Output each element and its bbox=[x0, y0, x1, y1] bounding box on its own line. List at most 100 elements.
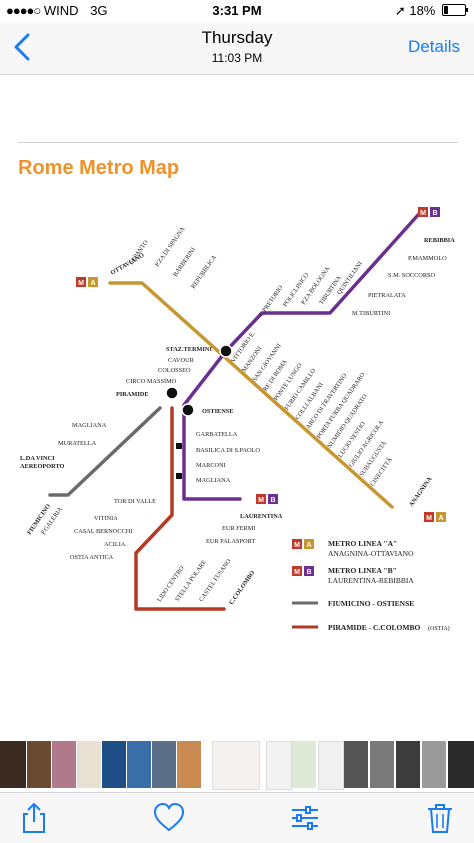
metro-badge bbox=[292, 566, 302, 576]
station-label: MAGLIANA bbox=[72, 422, 107, 429]
details-button[interactable]: Details bbox=[408, 37, 460, 56]
badge-letter: A bbox=[306, 542, 311, 549]
thumbnail[interactable] bbox=[77, 741, 101, 788]
thumbnail[interactable] bbox=[344, 741, 368, 788]
share-icon[interactable] bbox=[17, 801, 51, 835]
network-type: 3G bbox=[90, 3, 108, 18]
sliders-icon[interactable] bbox=[288, 801, 322, 835]
thumbnail-selected[interactable] bbox=[212, 741, 260, 790]
back-chevron-icon[interactable] bbox=[10, 32, 34, 62]
thumbnail[interactable] bbox=[127, 741, 151, 788]
badge-letter: B bbox=[432, 210, 437, 217]
metro-badge bbox=[418, 207, 428, 217]
station-label-laurentina: LAURENTINA bbox=[240, 513, 283, 520]
legend-sub: LAURENTINA-REBIBBIA bbox=[328, 576, 414, 585]
metro-badge bbox=[304, 566, 314, 576]
heart-icon[interactable] bbox=[152, 801, 186, 835]
map-title: Rome Metro Map bbox=[18, 157, 180, 179]
station-label-ostiense: OSTIENSE bbox=[202, 408, 234, 415]
status-bar: ●●●●○ WIND 3G 3:31 PM ➚ 18% bbox=[0, 0, 474, 22]
divider bbox=[18, 142, 458, 143]
nav-subtitle: 11:03 PM bbox=[211, 51, 263, 65]
thumbnail[interactable] bbox=[102, 741, 126, 788]
interchange-marker bbox=[165, 386, 179, 400]
carrier-info: ●●●●○ WIND 3G bbox=[6, 3, 108, 18]
station-label: PIETRALATA bbox=[368, 292, 406, 299]
battery-percent: 18% bbox=[409, 3, 436, 18]
station-label: M.TIBURTINI bbox=[352, 310, 390, 317]
bottom-toolbar bbox=[0, 792, 474, 843]
thumbnail[interactable] bbox=[318, 741, 344, 790]
badge-letter: M bbox=[420, 210, 426, 217]
legend-title: FIUMICINO - OSTIENSE bbox=[328, 599, 414, 608]
station-label-colombo: C.COLOMBO bbox=[228, 570, 257, 607]
photo-filmstrip[interactable] bbox=[0, 740, 474, 790]
badge-letter: M bbox=[426, 515, 432, 522]
legend-title: METRO LINEA "A" bbox=[328, 539, 397, 548]
thumbnail[interactable] bbox=[266, 741, 292, 790]
station-label: P.MAMMOLO bbox=[408, 255, 447, 262]
station-label: MARCONI bbox=[196, 462, 226, 469]
thumbnail[interactable] bbox=[27, 741, 51, 788]
station-label-rebibbia: REBIBBIA bbox=[424, 237, 455, 244]
metro-badge bbox=[430, 207, 440, 217]
station-label: OSTIA ANTICA bbox=[70, 554, 114, 561]
thumbnail[interactable] bbox=[52, 741, 76, 788]
nav-title: Thursday bbox=[201, 28, 273, 47]
station-label: CIRCO MASSIMO bbox=[126, 378, 177, 385]
thumbnail[interactable] bbox=[177, 741, 201, 788]
thumbnail[interactable] bbox=[396, 741, 420, 788]
badge-letter: M bbox=[258, 497, 264, 504]
badge-letter: M bbox=[294, 542, 300, 549]
carrier-name: WIND bbox=[43, 3, 79, 18]
thumbnail[interactable] bbox=[370, 741, 394, 788]
metro-badge bbox=[436, 512, 446, 522]
legend-sub: (OSTIA) bbox=[428, 625, 450, 632]
fiumicino-line-track bbox=[48, 406, 162, 497]
station-label-termini: STAZ.TERMINI bbox=[166, 346, 212, 353]
station-label: TOR DI VALLE bbox=[114, 498, 156, 505]
thumbnail[interactable] bbox=[0, 741, 26, 788]
location-arrow-icon: ➚ bbox=[394, 3, 406, 18]
navigation-bar: Thursday 11:03 PM Details bbox=[0, 22, 474, 75]
badge-letter: B bbox=[270, 497, 275, 504]
station-label-aeroporto: AEREOPORTO bbox=[20, 463, 65, 470]
badge-letter: M bbox=[78, 280, 84, 287]
badge-letter: B bbox=[306, 569, 311, 576]
piramide-colombo-line-track bbox=[134, 406, 226, 611]
badge-letter: M bbox=[294, 569, 300, 576]
station-label-aeroporto: L.DA VINCI bbox=[20, 455, 55, 462]
station-label-anagnina: ANAGNINA bbox=[408, 475, 434, 508]
metro-badge bbox=[268, 494, 278, 504]
legend-title: PIRAMIDE - C.COLOMBO bbox=[328, 623, 420, 632]
trash-icon[interactable] bbox=[423, 801, 457, 835]
station-label-piramide: PIRAMIDE bbox=[116, 391, 149, 398]
station-label: BARBERINI bbox=[172, 246, 197, 278]
station-label: COLOSSEO bbox=[158, 367, 191, 374]
station-label: CASAL BERNOCCHI bbox=[74, 528, 132, 535]
metro-badge bbox=[88, 277, 98, 287]
station-label: EUR PALASPORT bbox=[206, 538, 255, 545]
station-label: MAGLIANA bbox=[196, 477, 231, 484]
thumbnail[interactable] bbox=[422, 741, 446, 788]
station-label: CAVOUR bbox=[168, 357, 195, 364]
metro-badge bbox=[76, 277, 86, 287]
legend-title: METRO LINEA "B" bbox=[328, 566, 397, 575]
badge-letter: A bbox=[90, 280, 95, 287]
metro-badge bbox=[292, 539, 302, 549]
thumbnail[interactable] bbox=[292, 741, 316, 788]
thumbnail[interactable] bbox=[448, 741, 474, 788]
line-b-track bbox=[182, 213, 420, 501]
signal-dots-icon: ●●●●○ bbox=[6, 3, 41, 18]
thumbnail[interactable] bbox=[152, 741, 176, 788]
interchange-marker bbox=[219, 344, 233, 358]
station-label: REPUBBLICA bbox=[190, 254, 218, 290]
metro-badge bbox=[424, 512, 434, 522]
station-label: LEPANTO bbox=[128, 239, 150, 266]
interchange-marker bbox=[181, 403, 195, 417]
station-label: ACILIA bbox=[104, 541, 126, 548]
status-time: 3:31 PM bbox=[212, 3, 262, 18]
legend-sub: ANAGNINA-OTTAVIANO bbox=[328, 549, 414, 558]
